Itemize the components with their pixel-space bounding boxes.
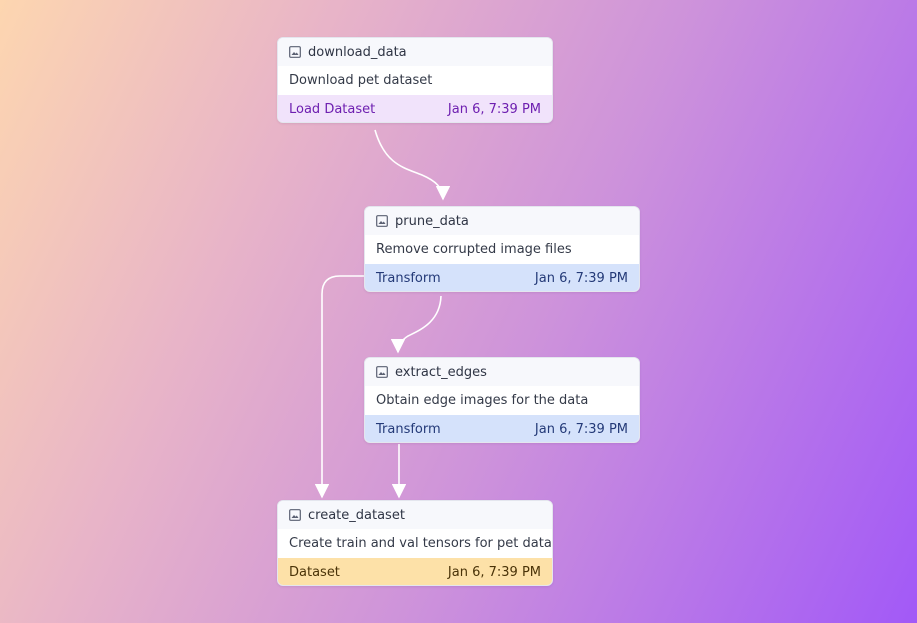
node-name: create_dataset [308,507,405,523]
image-icon [289,509,301,521]
node-create-dataset[interactable]: create_dataset Create train and val tens… [277,500,553,586]
node-type-label: Dataset [289,565,340,580]
edge-prune-to-create [314,275,364,499]
node-type-label: Transform [376,422,441,437]
node-header: create_dataset [278,501,552,529]
node-header: download_data [278,38,552,66]
node-name: extract_edges [395,364,487,380]
node-timestamp: Jan 6, 7:39 PM [534,271,628,286]
node-prune-data[interactable]: prune_data Remove corrupted image files … [364,206,640,292]
image-icon [289,46,301,58]
node-footer: Dataset Jan 6, 7:39 PM [278,558,552,585]
node-download-data[interactable]: download_data Download pet dataset Load … [277,37,553,123]
node-footer: Transform Jan 6, 7:39 PM [365,264,639,291]
node-name: prune_data [395,213,469,229]
node-type-label: Load Dataset [289,102,376,117]
node-type-label: Transform [376,271,441,286]
node-footer: Load Dataset Jan 6, 7:39 PM [278,95,552,122]
node-timestamp: Jan 6, 7:39 PM [534,422,628,437]
node-description: Download pet dataset [289,73,433,88]
image-icon [376,215,388,227]
node-timestamp: Jan 6, 7:39 PM [447,102,541,117]
node-name: download_data [308,44,407,60]
node-timestamp: Jan 6, 7:39 PM [447,565,541,580]
node-header: extract_edges [365,358,639,386]
edge-download-to-prune [374,129,451,201]
node-description: Remove corrupted image files [376,242,572,257]
node-extract-edges[interactable]: extract_edges Obtain edge images for the… [364,357,640,443]
edge-prune-to-extract [390,295,442,354]
node-footer: Transform Jan 6, 7:39 PM [365,415,639,442]
node-description: Create train and val tensors for pet dat… [289,536,552,551]
node-description: Obtain edge images for the data [376,393,589,408]
node-header: prune_data [365,207,639,235]
image-icon [376,366,388,378]
